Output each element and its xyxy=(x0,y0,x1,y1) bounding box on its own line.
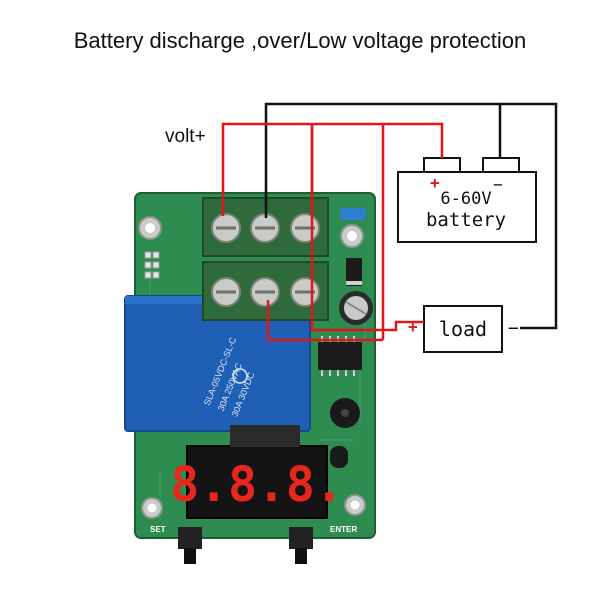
terminal-screw-top-2 xyxy=(250,213,280,243)
terminal-screw-top-1 xyxy=(211,213,241,243)
terminal-screw-bottom-3 xyxy=(290,277,320,307)
load-minus-sign: − xyxy=(508,318,519,339)
battery: + − 6-60V battery xyxy=(397,157,537,243)
terminal-screw-bottom-2 xyxy=(250,277,280,307)
battery-voltage-label: 6-60V xyxy=(440,189,491,209)
volt-plus-label: volt+ xyxy=(165,126,206,147)
set-button[interactable] xyxy=(178,527,202,564)
positive-wire xyxy=(221,122,444,342)
negative-wire xyxy=(264,102,558,330)
set-label: SET xyxy=(150,525,166,534)
mounting-hole-top-left xyxy=(138,216,162,240)
diagram-title: Battery discharge ,over/Low voltage prot… xyxy=(73,28,527,53)
capacitor-blue xyxy=(340,208,366,220)
battery-plus-sign: + xyxy=(430,173,440,192)
mounting-hole-top-right xyxy=(340,224,364,248)
mounting-hole-bottom-right xyxy=(344,494,366,516)
load-plus-sign: + xyxy=(408,317,418,336)
terminal-block-top xyxy=(202,197,329,257)
seven-segment-display: 8.8.8. xyxy=(170,425,344,519)
battery-positive-terminal xyxy=(423,157,461,173)
battery-name-label: battery xyxy=(426,209,506,231)
terminal-screw-top-3 xyxy=(290,213,320,243)
electrolytic-capacitor xyxy=(339,291,373,325)
display-readout: 8.8.8. xyxy=(170,457,343,513)
battery-negative-terminal xyxy=(482,157,520,173)
enter-label: ENTER xyxy=(330,525,357,534)
terminal-block-bottom xyxy=(202,261,329,321)
terminal-screw-bottom-1 xyxy=(211,277,241,307)
battery-minus-sign: − xyxy=(493,175,503,194)
load-name-label: load xyxy=(439,317,487,341)
transistor xyxy=(330,446,348,468)
header-pads xyxy=(144,251,160,279)
enter-button[interactable] xyxy=(289,527,313,564)
mounting-hole-bottom-left xyxy=(141,497,163,519)
diode xyxy=(346,258,362,286)
load: + load − xyxy=(408,305,519,353)
microcontroller-chip xyxy=(318,336,362,376)
relay-cert-mark xyxy=(232,368,248,384)
